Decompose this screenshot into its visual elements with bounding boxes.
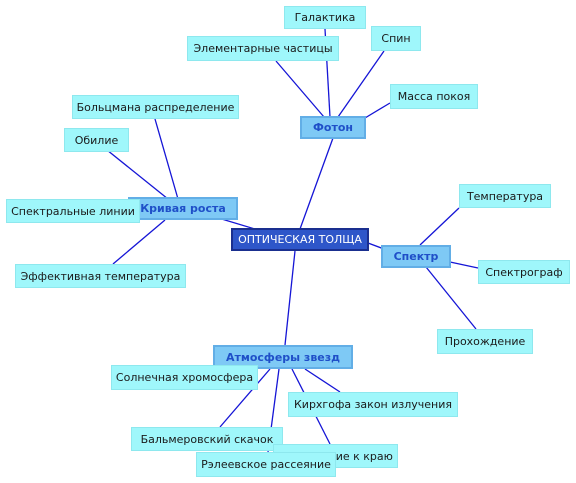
- branch-node-atmosfery-label: Атмосферы звезд: [225, 350, 341, 364]
- connector-krivaya-effektivnaya: [112, 219, 166, 265]
- leaf-node-galaktika-label: Галактика: [294, 11, 356, 24]
- leaf-node-elementarnye[interactable]: Элементарные частицы: [187, 36, 339, 61]
- connector-spektr-prohozhdenie: [425, 266, 477, 330]
- branch-node-atmosfery[interactable]: Атмосферы звезд: [213, 345, 353, 369]
- leaf-node-prohozhdenie[interactable]: Прохождение: [437, 329, 533, 354]
- branch-node-foton-label: Фотон: [313, 121, 353, 134]
- leaf-node-rayleigh-label: Рэлеевское рассеяние: [201, 458, 331, 471]
- leaf-node-kirhgofa-label: Кирхгофа закон излучения: [293, 398, 453, 411]
- connector-krivaya-bolcman: [154, 118, 179, 200]
- branch-node-spektr[interactable]: Спектр: [381, 245, 451, 268]
- leaf-node-effektivnaya-label: Эффективная температура: [20, 269, 181, 283]
- leaf-node-solnechnaya-label: Солнечная хромосфера: [115, 371, 254, 384]
- leaf-node-temperatura[interactable]: Температура: [459, 184, 551, 208]
- leaf-node-spektrograf[interactable]: Спектрограф: [478, 260, 570, 284]
- connector-spektr-spektrograf: [449, 261, 479, 269]
- leaf-node-spin[interactable]: Спин: [371, 26, 421, 51]
- connector-foton-spin: [337, 50, 385, 118]
- leaf-node-bolcman[interactable]: Больцмана распределение: [72, 95, 239, 119]
- leaf-node-kirhgofa[interactable]: Кирхгофа закон излучения: [288, 392, 458, 417]
- connector-krivaya-obilie: [106, 149, 169, 200]
- root-node[interactable]: ОПТИЧЕСКАЯ ТОЛЩА: [231, 228, 369, 251]
- connector-foton-elementarnye: [275, 60, 325, 118]
- root-node-label: ОПТИЧЕСКАЯ ТОЛЩА: [238, 233, 362, 246]
- branch-node-foton[interactable]: Фотон: [300, 116, 366, 139]
- leaf-node-effektivnaya[interactable]: Эффективная температура: [15, 264, 186, 288]
- leaf-node-massa-label: Масса покоя: [397, 90, 471, 103]
- connector-atmosfery-kirhgofa: [304, 368, 341, 393]
- leaf-node-spektrograf-label: Спектрограф: [485, 265, 563, 279]
- leaf-node-elementarnye-label: Элементарные частицы: [193, 42, 333, 55]
- leaf-node-balmerovsky-label: Бальмеровский скачок: [140, 432, 274, 446]
- branch-node-krivaya-label: Кривая роста: [140, 202, 226, 215]
- leaf-node-galaktika[interactable]: Галактика: [284, 6, 366, 29]
- leaf-node-spektralnye-label: Спектральные линии: [11, 204, 135, 218]
- branch-node-spektr-label: Спектр: [393, 250, 439, 263]
- leaf-node-solnechnaya[interactable]: Солнечная хромосфера: [111, 365, 258, 390]
- connector-root-foton: [299, 137, 334, 230]
- leaf-node-prohozhdenie-label: Прохождение: [444, 335, 526, 348]
- branch-node-krivaya[interactable]: Кривая роста: [128, 197, 238, 220]
- connector-spektr-temperatura: [419, 207, 460, 246]
- leaf-node-obilie[interactable]: Обилие: [64, 128, 129, 152]
- leaf-node-spin-label: Спин: [381, 32, 411, 45]
- leaf-node-spektralnye[interactable]: Спектральные линии: [6, 199, 140, 223]
- leaf-node-obilie-label: Обилие: [74, 133, 119, 147]
- connector-root-atmosfery: [284, 250, 296, 346]
- leaf-node-temperatura-label: Температура: [466, 189, 544, 203]
- leaf-node-massa[interactable]: Масса покоя: [390, 84, 478, 109]
- leaf-node-balmerovsky[interactable]: Бальмеровский скачок: [131, 427, 283, 451]
- connector-atmosfery-balmerovsky: [219, 368, 271, 428]
- leaf-node-rayleigh[interactable]: Рэлеевское рассеяние: [196, 452, 336, 477]
- leaf-node-bolcman-label: Больцмана распределение: [76, 100, 235, 114]
